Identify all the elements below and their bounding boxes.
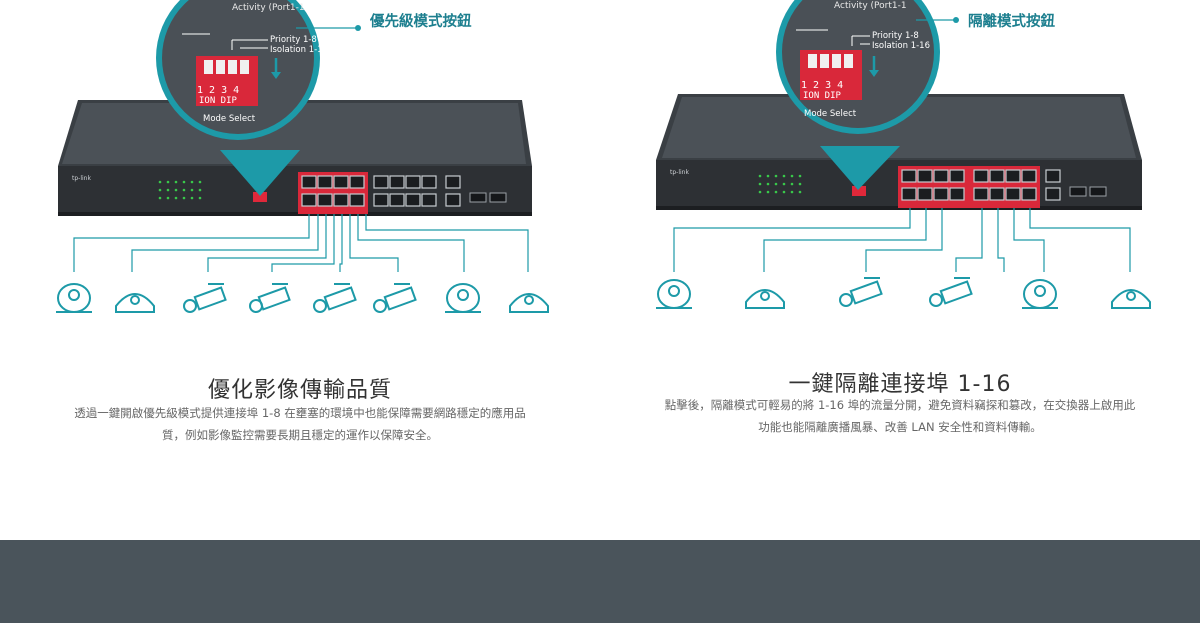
priority-heading: 優化影像傳輸品質 bbox=[207, 378, 392, 403]
priority-description: 透過一鍵開啟優先級模式提供連接埠 1-8 在壅塞的環境中也能保障需要網路穩定的應… bbox=[30, 402, 570, 446]
brand-logo: tp-link bbox=[670, 169, 689, 176]
priority-desc-line-1: 透過一鍵開啟優先級模式提供連接埠 1-8 在壅塞的環境中也能保障需要網路穩定的應… bbox=[74, 406, 526, 420]
dome-camera-icon bbox=[656, 279, 692, 309]
dip-number-label: 1 2 3 4 bbox=[197, 85, 239, 96]
priority-button-callout: 優先級模式按鈕 bbox=[370, 14, 472, 30]
isolation-mode-panel: tp-link bbox=[600, 0, 1200, 540]
isolation-description: 點擊後，隔離模式可輕易的將 1-16 埠的流量分開，避免資料竊探和篡改，在交換器… bbox=[620, 394, 1180, 438]
dome-camera-icon bbox=[1111, 289, 1151, 309]
isolation-mode-illustration: tp-link bbox=[656, 0, 1151, 309]
activity-label: Activity (Port1-1 bbox=[834, 1, 907, 11]
bullet-camera-icon bbox=[183, 283, 227, 313]
dome-camera-icon bbox=[745, 289, 785, 309]
priority-mode-label: Priority 1-8 bbox=[270, 35, 317, 45]
activity-label: Activity (Port1-1 bbox=[232, 3, 305, 13]
priority-mode-label: Priority 1-8 bbox=[872, 31, 919, 41]
cable-lines bbox=[673, 208, 1131, 272]
bullet-camera-icon bbox=[249, 283, 291, 313]
dome-camera-icon bbox=[115, 293, 155, 313]
switch-device bbox=[656, 94, 1142, 210]
dip-on-label: ION DIP bbox=[803, 91, 842, 101]
dip-on-label: ION DIP bbox=[199, 96, 238, 106]
priority-desc-line-2: 質，例如影像監控需要長期且穩定的運作以保障安全。 bbox=[162, 428, 438, 442]
bullet-camera-icon bbox=[313, 283, 357, 313]
switch-device bbox=[58, 100, 532, 216]
dome-camera-icon bbox=[56, 283, 92, 313]
isolation-heading: 一鍵隔離連接埠 1-16 bbox=[788, 372, 1012, 397]
dip-switch-zoom: 1 2 3 4 ION DIP Activity (Port1-1 Priori… bbox=[156, 0, 328, 196]
brand-logo: tp-link bbox=[72, 175, 91, 182]
priority-mode-panel: tp-link bbox=[0, 0, 600, 540]
bullet-camera-icon bbox=[929, 277, 973, 307]
priority-mode-illustration: tp-link bbox=[56, 0, 549, 313]
dome-camera-icon bbox=[509, 293, 549, 313]
dome-camera-icon bbox=[1022, 279, 1058, 309]
mode-select-label: Mode Select bbox=[203, 114, 256, 124]
footer-bar bbox=[0, 540, 1200, 623]
isolation-mode-label: Isolation 1-16 bbox=[270, 45, 328, 55]
isolation-desc-line-2: 功能也能隔離廣播風暴、改善 LAN 安全性和資料傳輸。 bbox=[758, 420, 1042, 434]
isolation-button-callout: 隔離模式按鈕 bbox=[968, 14, 1055, 30]
mode-select-label: Mode Select bbox=[804, 109, 857, 119]
bullet-camera-icon bbox=[373, 283, 417, 313]
isolation-mode-label: Isolation 1-16 bbox=[872, 41, 930, 51]
dome-camera-icon bbox=[445, 283, 481, 313]
cable-lines bbox=[73, 214, 529, 272]
dip-switch-zoom: 1 2 3 4 ION DIP Activity (Port1-1 Priori… bbox=[776, 0, 940, 190]
dip-number-label: 1 2 3 4 bbox=[801, 80, 843, 91]
bullet-camera-icon bbox=[839, 277, 883, 307]
isolation-desc-line-1: 點擊後，隔離模式可輕易的將 1-16 埠的流量分開，避免資料竊探和篡改，在交換器… bbox=[664, 398, 1136, 412]
